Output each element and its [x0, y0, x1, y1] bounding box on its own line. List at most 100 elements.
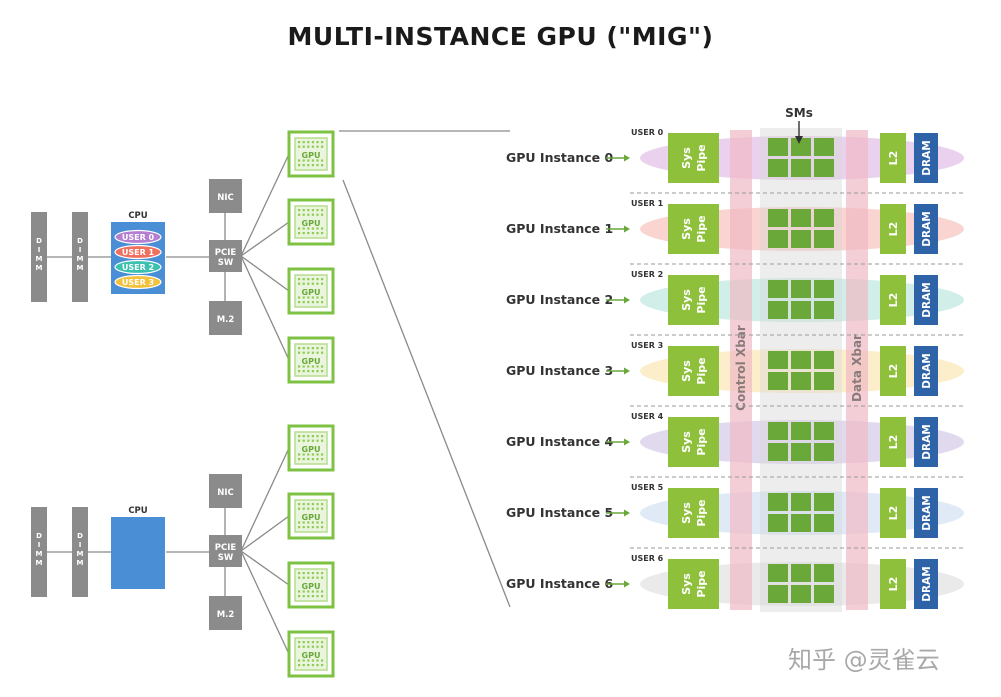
sm-block	[791, 351, 811, 369]
gpu-icon-dot	[307, 453, 310, 456]
sm-block	[814, 514, 834, 532]
sys-pipe-label: Pipe	[695, 215, 708, 242]
gpu-icon-dot	[302, 453, 305, 456]
gpu-icon-dot	[321, 521, 324, 524]
dram-label: DRAM	[921, 566, 933, 601]
gpu-icon: GPU	[287, 492, 335, 540]
gpu-icon-dot	[298, 572, 301, 575]
gpu-icon-dot	[307, 145, 310, 148]
gpu-icon-dot	[302, 347, 305, 350]
gpu-icon-dot	[311, 453, 314, 456]
gpu-icon-dot	[302, 458, 305, 461]
dimm-letter: D	[36, 532, 42, 540]
pcie-gpu-line	[240, 153, 290, 257]
gpu-icon-dot	[316, 453, 319, 456]
gpu-icon-dot	[311, 282, 314, 285]
gpu-icon-label: GPU	[302, 445, 321, 454]
gpu-icon-dot	[321, 370, 324, 373]
gpu-icon-dot	[298, 301, 301, 304]
gpu-icon-dot	[298, 370, 301, 373]
dimm-letter: M	[36, 264, 43, 272]
gpu-instance-label: GPU Instance 2	[506, 292, 613, 307]
sys-pipe-label: Pipe	[695, 499, 708, 526]
gpu-icon-dot	[316, 296, 319, 299]
gpu-icon-dot	[316, 232, 319, 235]
gpu-icon-dot	[302, 227, 305, 230]
dimm-letter: I	[79, 541, 82, 549]
sm-block	[791, 372, 811, 390]
instance-arrow-head	[624, 367, 630, 375]
sys-pipe-block	[668, 488, 719, 538]
gpu-icon-dot	[316, 365, 319, 368]
dram-block	[914, 204, 938, 254]
gpu-icon-dot	[307, 595, 310, 598]
gpu-icon-dot	[316, 572, 319, 575]
gpu-icon-label: GPU	[302, 582, 321, 591]
gpu-icon-dot	[311, 595, 314, 598]
gpu-icon-dot	[307, 141, 310, 144]
gpu-icon-dot	[316, 590, 319, 593]
gpu-icon-dot	[302, 141, 305, 144]
sm-block	[768, 280, 788, 298]
dram-label: DRAM	[921, 282, 933, 317]
dram-block	[914, 133, 938, 183]
gpu-icon-dot	[298, 282, 301, 285]
gpu-icon: GPU	[287, 267, 335, 315]
gpu-icon-dot	[316, 164, 319, 167]
gpu-icon-dot	[311, 507, 314, 510]
user-pill	[114, 259, 162, 275]
gpu-icon-dot	[298, 645, 301, 648]
gpu-icon-dot	[307, 296, 310, 299]
sm-block	[791, 159, 811, 177]
gpu-icon-dot	[302, 590, 305, 593]
l2-cache-label: L2	[887, 293, 900, 308]
user-pill-label: USER 1	[122, 248, 155, 257]
gpu-icon-dot	[311, 659, 314, 662]
sm-block	[814, 372, 834, 390]
user-pill	[114, 244, 162, 260]
gpu-icon-dot	[307, 641, 310, 644]
gpu-icon-dot	[311, 351, 314, 354]
gpu-icon-dot	[302, 370, 305, 373]
sm-block	[791, 443, 811, 461]
gpu-icon-dot	[302, 526, 305, 529]
l2-cache-block	[880, 133, 906, 183]
user-pill-label: USER 0	[122, 233, 155, 242]
cpu-title: CPU	[128, 506, 147, 516]
gpu-icon-dot	[316, 351, 319, 354]
gpu-icon-dot	[307, 164, 310, 167]
gpu-icon-dot	[321, 347, 324, 350]
sys-pipe-label: Pipe	[695, 428, 708, 455]
gpu-icon-dot	[307, 213, 310, 216]
sys-pipe-block	[668, 204, 719, 254]
gpu-icon-dot	[302, 232, 305, 235]
dimm-letter: M	[36, 559, 43, 567]
pcie-switch-box-label: PCIE	[215, 248, 237, 258]
gpu-icon-dot	[302, 145, 305, 148]
gpu-icon: GPU	[287, 561, 335, 609]
dimm-module	[31, 212, 47, 302]
gpu-icon-dot	[307, 458, 310, 461]
l2-cache-label: L2	[887, 435, 900, 450]
gpu-icon-dot	[311, 227, 314, 230]
dimm-letter: D	[77, 237, 83, 245]
sm-block	[791, 280, 811, 298]
gpu-icon-dot	[311, 296, 314, 299]
gpu-icon-dot	[298, 227, 301, 230]
gpu-icon-dot	[302, 659, 305, 662]
sm-block	[814, 351, 834, 369]
gpu-icon-dot	[307, 209, 310, 212]
l2-cache-label: L2	[887, 364, 900, 379]
gpu-icon-dot	[311, 645, 314, 648]
gpu-icon-dot	[321, 576, 324, 579]
sm-block	[791, 564, 811, 582]
gpu-icon-dot	[321, 590, 324, 593]
gpu-icon-dot	[307, 439, 310, 442]
gpu-icon-dot	[311, 347, 314, 350]
sm-block	[791, 230, 811, 248]
nic-box	[209, 474, 242, 508]
gpu-icon-dot	[307, 507, 310, 510]
gpu-icon-dot	[311, 641, 314, 644]
